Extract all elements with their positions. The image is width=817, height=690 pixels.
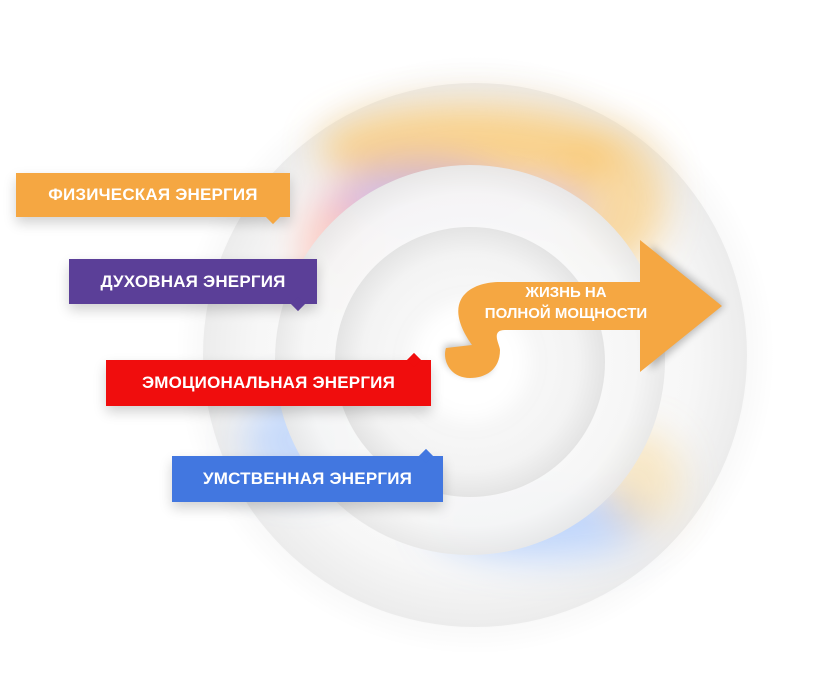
full-power-arrow: [445, 240, 722, 378]
full-power-line2: ПОЛНОЙ МОЩНОСТИ: [484, 305, 648, 322]
mental-energy-label: УМСТВЕННАЯ ЭНЕРГИЯ: [172, 448, 443, 502]
full-power-text: ЖИЗНЬ НА ПОЛНОЙ МОЩНОСТИ: [466, 282, 666, 324]
spiritual-energy-text: ДУХОВНАЯ ЭНЕРГИЯ: [100, 271, 286, 291]
spiritual-energy-label: ДУХОВНАЯ ЭНЕРГИЯ: [69, 259, 317, 312]
full-power-line1: ЖИЗНЬ НА: [525, 284, 607, 301]
physical-energy-label: ФИЗИЧЕСКАЯ ЭНЕРГИЯ: [16, 173, 290, 225]
emotional-energy-text: ЭМОЦИОНАЛЬНАЯ ЭНЕРГИЯ: [141, 373, 396, 392]
physical-energy-text: ФИЗИЧЕСКАЯ ЭНЕРГИЯ: [48, 185, 258, 204]
emotional-energy-label: ЭМОЦИОНАЛЬНАЯ ЭНЕРГИЯ: [106, 352, 431, 406]
mental-energy-text: УМСТВЕННАЯ ЭНЕРГИЯ: [202, 469, 413, 488]
